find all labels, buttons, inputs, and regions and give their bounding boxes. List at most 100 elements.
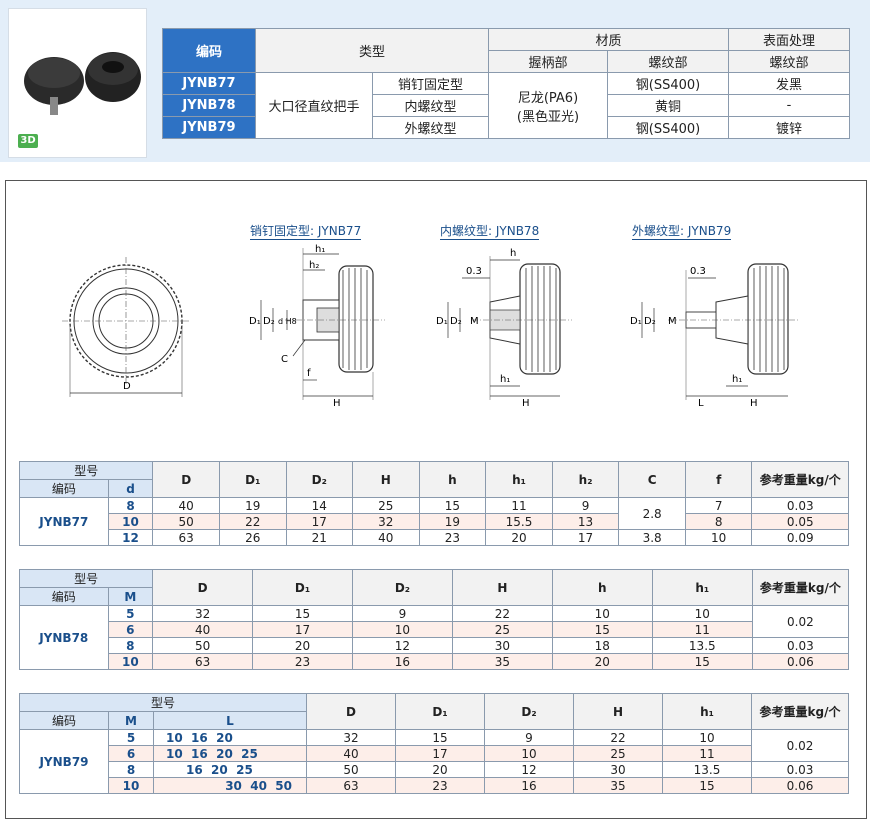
cell-D1: 23 [395,777,485,794]
jynb78-side-drawing: 0.3 h D₁ D₂ M h₁ H [436,248,572,409]
surface-cell: 发黑 [728,72,850,95]
cell-D1: 17 [395,745,485,762]
cell-D: 40 [152,497,220,514]
header-size: M [108,711,154,730]
size-cell: 6 [108,745,154,762]
cell-D1: 15 [252,605,353,622]
cell-D1: 15 [395,729,485,746]
cell-h1: 10 [651,605,753,622]
cell-D: 32 [306,729,396,746]
grip-material-cell: 尼龙(PA6) (黑色亚光) [488,72,608,139]
cell-h1: 11 [662,745,752,762]
dim-label-D1: D₁ [630,316,642,327]
cell-H: 30 [451,637,553,654]
cell-h: 19 [418,513,487,530]
size-cell: 5 [107,605,154,622]
thread-cell: 钢(SS400) [607,116,729,139]
cell-H: 22 [573,729,663,746]
material-table: 编码 类型 材质 表面处理 握柄部 螺纹部 螺纹部 JYNB77 大口径直纹把手… [162,28,850,139]
cell-h: 20 [551,653,653,670]
size-cell: 8 [107,637,154,654]
col-D1: D₁ [395,693,485,730]
cell-D1: 20 [395,761,485,778]
surface-cell: - [728,94,850,117]
size-cell: 12 [107,529,154,546]
cell-D2: 9 [351,605,453,622]
cell-D2: 12 [484,761,574,778]
cell-h: 18 [551,637,653,654]
col-D2: D₂ [484,693,574,730]
dim-label-H: H [333,398,341,409]
col-h1: h₁ [485,461,553,498]
cell-h1: 15.5 [485,513,553,530]
cell-H: 35 [573,777,663,794]
dim-label-h1: h₁ [500,374,510,385]
header-surface-thread: 螺纹部 [728,50,850,73]
cell-weight: 0.02 [751,729,849,762]
cell-D: 63 [306,777,396,794]
header-material: 材质 [488,28,729,51]
code-cell: JYNB78 [19,605,109,670]
col-C: C [618,461,686,498]
dim-label-D: D [123,381,131,392]
header-code: 编码 [19,479,109,498]
spec-table-jynb79: 型号 D D₁ D₂ H h₁ 参考重量kg/个 编码 M L JYNB79 5… [19,693,849,794]
col-h1: h₁ [662,693,752,730]
cell-h1: 13.5 [651,637,753,654]
cell-D2: 10 [484,745,574,762]
cell-weight: 0.06 [751,653,850,670]
code-cell: JYNB79 [162,116,256,139]
cell-D2: 21 [285,529,354,546]
cell-f: 7 [684,497,753,514]
size-cell: 10 [108,777,154,794]
size-cell: 8 [108,761,154,778]
cell-weight: 0.03 [751,637,850,654]
3d-badge[interactable]: 3D [18,134,38,148]
header-code: 编码 [19,587,109,606]
cell-h1: 15 [662,777,752,794]
type-cell: 内螺纹型 [372,94,489,117]
product-photo-image [24,52,141,115]
cell-D: 40 [306,745,396,762]
col-D2: D₂ [285,461,354,498]
header-length: L [153,711,307,730]
cell-D2: 14 [285,497,354,514]
cell-h2: 17 [551,529,620,546]
cell-weight: 0.05 [751,513,849,530]
dim-label-d: d H8 [278,317,297,326]
cell-D1: 22 [218,513,287,530]
cell-h2: 9 [551,497,620,514]
cell-D2: 12 [351,637,453,654]
cell-D: 50 [152,513,220,530]
grip-material-line2: (黑色亚光) [516,109,580,125]
product-thumbnail [8,8,147,158]
cell-H: 30 [573,761,663,778]
type-group-cell: 大口径直纹把手 [255,72,373,139]
size-cell: 10 [107,653,154,670]
dim-label-0.3: 0.3 [466,266,482,277]
dim-label-D1: D₁ [436,316,448,327]
cell-h1: 10 [662,729,752,746]
length-cell: 10 16 20 [153,729,307,746]
cell-D1: 17 [252,621,353,638]
col-H: H [451,569,553,606]
thread-cell: 钢(SS400) [607,72,729,95]
cell-weight: 0.02 [751,605,850,638]
size-cell: 5 [108,729,154,746]
cell-D1: 26 [218,529,287,546]
cell-D1: 19 [218,497,287,514]
jynb79-side-drawing: 0.3 D₁ D₂ M h₁ L H [630,263,798,409]
cell-D: 63 [152,529,220,546]
size-cell: 6 [107,621,154,638]
col-D1: D₁ [218,461,287,498]
cell-D1: 20 [252,637,353,654]
header-model: 型号 [18,569,154,588]
grip-material-line1: 尼龙(PA6) [517,90,579,106]
header-size: M [107,587,154,606]
dim-label-D2: D₂ [263,316,275,327]
code-cell: JYNB77 [162,72,256,95]
drawing-title-jynb77: 销钉固定型: JYNB77 [250,224,362,240]
dim-label-f: f [307,368,311,379]
code-cell: JYNB77 [19,497,109,546]
cell-f: 8 [684,513,753,530]
